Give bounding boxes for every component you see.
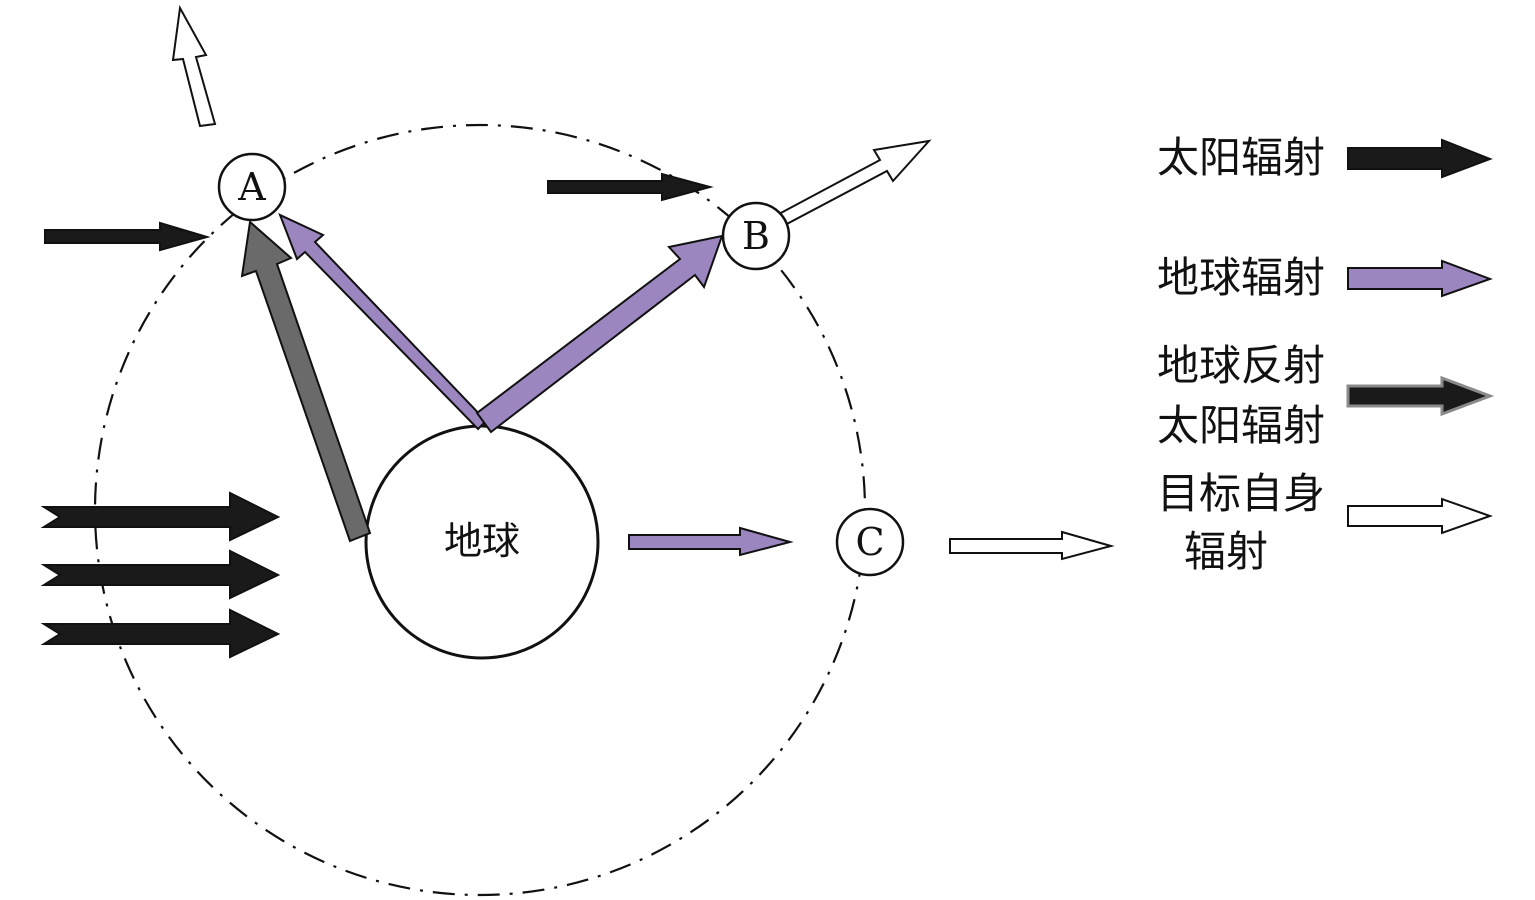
point-a-label: A	[237, 165, 266, 209]
legend-solar-swatch	[1347, 138, 1493, 179]
point-a-circle	[217, 152, 287, 222]
target-emission-arrow-from-a	[171, 4, 217, 128]
legend-earth-reflection-label-2: 太阳辐射	[1157, 401, 1325, 450]
earth-reflection-arrow-to-a	[240, 220, 372, 543]
legend-item-target-emission: 目标自身 辐射	[1157, 469, 1493, 576]
solar-radiation-incoming	[40, 491, 281, 659]
legend-item-solar: 太阳辐射	[1157, 133, 1493, 182]
legend-earth-reflection-label-1: 地球反射	[1157, 341, 1325, 390]
legend-target-emission-label-1: 目标自身	[1157, 469, 1325, 518]
legend-target-emission-label-2: 辐射	[1184, 527, 1268, 576]
target-emission-arrow-from-b	[775, 139, 932, 228]
point-a: A	[217, 152, 287, 222]
target-emission-arrow-from-c	[949, 530, 1115, 561]
legend-item-earth-emission: 地球辐射	[1157, 253, 1493, 302]
legend-earth-emission-swatch	[1347, 259, 1493, 298]
point-b-label: B	[742, 214, 770, 258]
point-b: B	[721, 201, 791, 271]
legend-target-emission-swatch	[1347, 497, 1493, 535]
legend: 太阳辐射 地球辐射 地球反射 太阳辐射 目标自身 辐射	[1157, 133, 1495, 576]
earth-emission-arrow-to-b	[475, 234, 724, 434]
legend-earth-emission-label: 地球辐射	[1157, 253, 1325, 302]
solar-arrow-large	[40, 491, 281, 542]
solar-arrow-large	[40, 608, 281, 659]
point-c-label: C	[855, 520, 884, 564]
earth-emission-arrow-to-a	[278, 213, 488, 431]
solar-arrow-large	[40, 549, 281, 600]
earth-label: 地球	[444, 519, 520, 563]
legend-item-earth-reflection: 地球反射 太阳辐射	[1157, 341, 1495, 450]
legend-solar-label: 太阳辐射	[1157, 133, 1325, 182]
earth-emission-arrow-to-c	[628, 526, 794, 557]
point-c-circle	[835, 507, 905, 577]
point-b-circle	[721, 201, 791, 271]
solar-arrow-to-a	[44, 221, 211, 252]
point-c: C	[835, 507, 905, 577]
legend-earth-reflection-swatch	[1346, 375, 1495, 417]
solar-arrow-to-b	[547, 172, 714, 202]
